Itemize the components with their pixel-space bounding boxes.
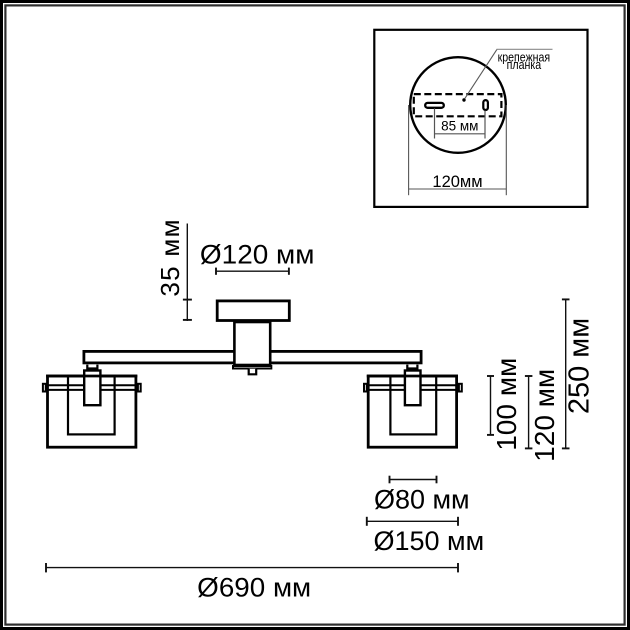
svg-text:Ø80 мм: Ø80 мм	[374, 484, 470, 514]
svg-text:Ø120 мм: Ø120 мм	[200, 240, 315, 270]
svg-text:крепежная: крепежная	[498, 50, 551, 64]
svg-text:планка: планка	[507, 58, 542, 72]
svg-text:100 мм: 100 мм	[491, 358, 522, 451]
svg-text:35 мм: 35 мм	[155, 218, 185, 296]
svg-text:120мм: 120мм	[432, 173, 482, 191]
svg-text:250 мм: 250 мм	[563, 318, 595, 414]
svg-text:120 мм: 120 мм	[529, 369, 560, 462]
svg-text:85 мм: 85 мм	[441, 119, 478, 134]
svg-text:Ø150 мм: Ø150 мм	[373, 526, 484, 556]
svg-text:Ø690 мм: Ø690 мм	[197, 572, 311, 602]
